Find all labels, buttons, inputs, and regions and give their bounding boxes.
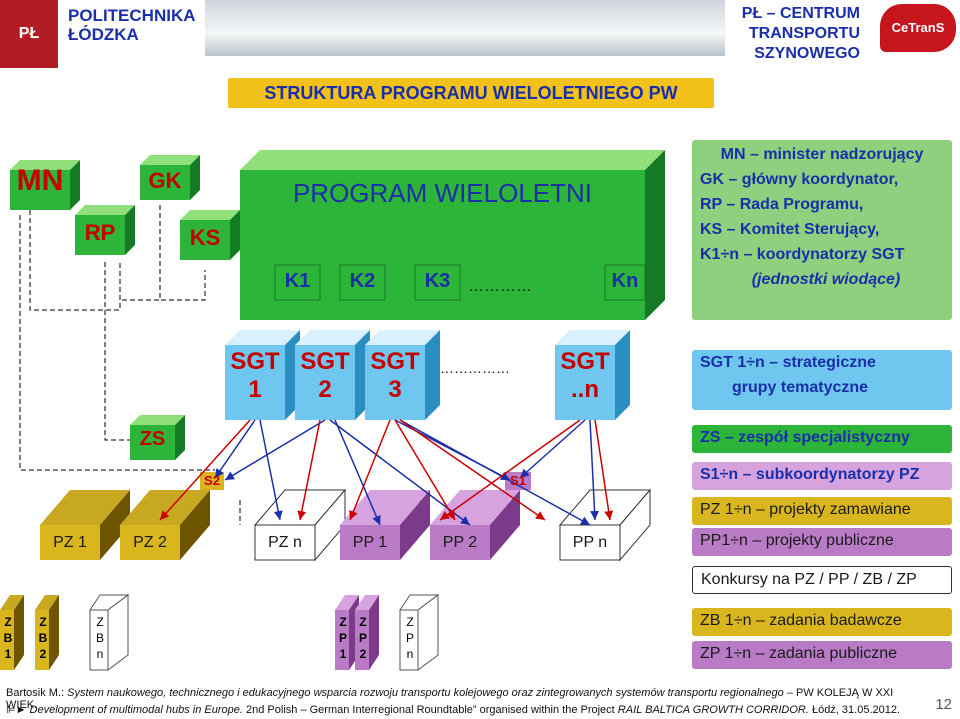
arrow-icon: ⊫► [6, 704, 26, 716]
zp1-l3: 1 [336, 646, 350, 662]
legend-mn: MN – minister nadzorujący [692, 142, 952, 167]
kn-label: Kn [605, 270, 645, 293]
legend-pp-text: PP1÷n – projekty publiczne [692, 528, 952, 553]
legend-s-text: S1÷n – subkoordynatorzy PZ [692, 462, 952, 487]
legend-sgt-line1: SGT 1÷n – strategiczne [692, 350, 952, 375]
zbn-l2: B [91, 630, 109, 646]
footer-conference-title: Development of multimodal hubs in Europe… [30, 704, 243, 716]
footer-paper-title: System naukowego, technicznego i edukacy… [67, 687, 784, 699]
footer-date: Łódź, 31.05.2012. [812, 704, 900, 716]
legend-pz: PZ 1÷n – projekty zamawiane [692, 497, 952, 525]
zbn-l1: Z [91, 614, 109, 630]
legend-pz-text: PZ 1÷n – projekty zamawiane [692, 497, 952, 522]
legend-zp: ZP 1÷n – zadania publiczne [692, 641, 952, 669]
zs-label: ZS [130, 428, 175, 451]
footer-project: RAIL BALTICA GROWTH CORRIDOR. [618, 704, 809, 716]
legend-roles: MN – minister nadzorujący GK – główny ko… [692, 140, 952, 320]
legend-zs-text: ZS – zespół specjalistyczny [692, 425, 952, 450]
s2-label: S2 [200, 473, 224, 488]
zpn-l3: n [401, 646, 419, 662]
zpn-l2: P [401, 630, 419, 646]
footer-line2: ⊫► Development of multimodal hubs in Eur… [6, 703, 926, 716]
legend-zb-text: ZB 1÷n – zadania badawcze [692, 608, 952, 633]
legend-gk: GK – główny koordynator, [692, 167, 952, 192]
zb2-l2: B [36, 630, 50, 646]
zp2-l3: 2 [356, 646, 370, 662]
footer-conference-desc: 2nd Polish – German Interregional Roundt… [246, 704, 615, 716]
sgt1-number: 1 [225, 376, 285, 404]
zb1-l1: Z [1, 614, 15, 630]
zb2-l3: 2 [36, 646, 50, 662]
legend-k-note: (jednostki wiodące) [692, 267, 952, 292]
legend-k: K1÷n – koordynatorzy SGT [692, 242, 952, 267]
sgt-dots: …………… [440, 360, 510, 376]
sgt1-label: SGT 1 [225, 348, 285, 404]
legend-konkursy-text: Konkursy na PZ / PP / ZB / ZP [693, 567, 951, 592]
sgtn-number: ..n [555, 376, 615, 404]
pzn-label: PZ n [255, 526, 315, 560]
legend-sgt-line2: grupy tematyczne [692, 375, 952, 400]
zp1-l2: P [336, 630, 350, 646]
zb2-l1: Z [36, 614, 50, 630]
zpn-l1: Z [401, 614, 419, 630]
sgtn-label: SGT ..n [555, 348, 615, 404]
sgt1-title: SGT [225, 348, 285, 376]
pz1-label: PZ 1 [40, 526, 100, 560]
zp2-l1: Z [356, 614, 370, 630]
legend-pp: PP1÷n – projekty publiczne [692, 528, 952, 556]
legend-sgt: SGT 1÷n – strategiczne grupy tematyczne [692, 350, 952, 410]
k-dots: ………… [468, 278, 532, 296]
legend-s: S1÷n – subkoordynatorzy PZ [692, 462, 952, 490]
sgt3-label: SGT 3 [365, 348, 425, 404]
pz2-label: PZ 2 [120, 526, 180, 560]
mn-label: MN [10, 164, 70, 198]
zbn-l3: n [91, 646, 109, 662]
rp-label: RP [75, 220, 125, 246]
sgt3-number: 3 [365, 376, 425, 404]
legend-konkursy: Konkursy na PZ / PP / ZB / ZP [692, 566, 952, 594]
k3-label: K3 [415, 270, 460, 293]
footer-author: Bartosik M.: [6, 687, 64, 699]
legend-zp-text: ZP 1÷n – zadania publiczne [692, 641, 952, 666]
k1-label: K1 [275, 270, 320, 293]
zb1-l2: B [1, 630, 15, 646]
legend-zs: ZS – zespół specjalistyczny [692, 425, 952, 453]
sgt2-label: SGT 2 [295, 348, 355, 404]
legend-zb: ZB 1÷n – zadania badawcze [692, 608, 952, 636]
zp1-l1: Z [336, 614, 350, 630]
legend-ks: KS – Komitet Sterujący, [692, 217, 952, 242]
k2-label: K2 [340, 270, 385, 293]
pp2-label: PP 2 [430, 526, 490, 560]
zb1-l3: 1 [1, 646, 15, 662]
ppn-label: PP n [560, 526, 620, 560]
sgt2-title: SGT [295, 348, 355, 376]
page-number: 12 [935, 696, 952, 713]
ks-label: KS [180, 225, 230, 251]
gk-label: GK [140, 168, 190, 194]
pp1-label: PP 1 [340, 526, 400, 560]
task-columns [0, 595, 438, 670]
legend-rp: RP – Rada Programu, [692, 192, 952, 217]
sgt2-number: 2 [295, 376, 355, 404]
zp2-l2: P [356, 630, 370, 646]
s1-label: S1 [505, 473, 531, 488]
sgt3-title: SGT [365, 348, 425, 376]
program-label: PROGRAM WIELOLETNI [240, 178, 645, 209]
sgtn-title: SGT [555, 348, 615, 376]
